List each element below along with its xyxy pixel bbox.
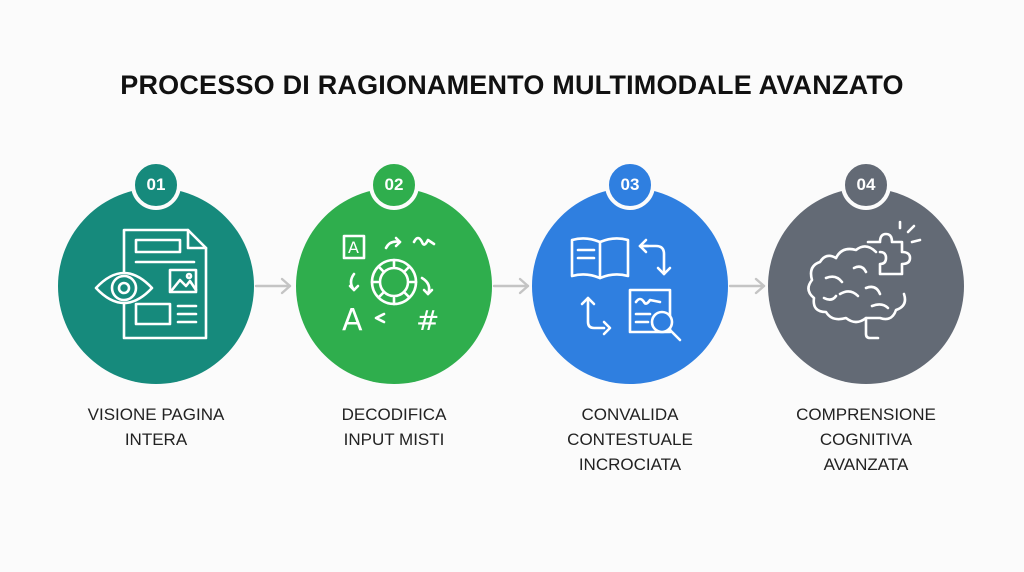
- brain-puzzle-icon: [807, 220, 922, 340]
- arrow-icon: [492, 277, 530, 295]
- book-document-search-icon: [570, 237, 682, 342]
- arrow-icon: [728, 277, 766, 295]
- step-4-circle: [768, 188, 964, 384]
- step-2-label: DECODIFICA INPUT MISTI: [341, 405, 447, 449]
- step-1-label: VISIONE PAGINA INTERA: [87, 405, 225, 449]
- step-4-label: COMPRENSIONE COGNITIVA AVANZATA: [796, 405, 936, 474]
- step-2-badge: 02: [369, 160, 419, 210]
- document-eye-icon: [94, 228, 208, 340]
- step-3-circle: [532, 188, 728, 384]
- step-1-badge: 01: [131, 160, 181, 210]
- arrow-icon: [254, 277, 292, 295]
- step-2-circle: [296, 188, 492, 384]
- step-4-badge: 04: [841, 160, 891, 210]
- step-3-badge: 03: [605, 160, 655, 210]
- page-title: PROCESSO DI RAGIONAMENTO MULTIMODALE AVA…: [120, 70, 904, 100]
- step-1-circle: [58, 188, 254, 384]
- svg-text:A: A: [348, 238, 359, 257]
- svg-text:A: A: [342, 303, 363, 338]
- svg-text:#: #: [416, 304, 439, 337]
- gear-symbols-icon: A A #: [342, 234, 439, 338]
- step-3-label: CONVALIDA CONTESTUALE INCROCIATA: [567, 405, 693, 474]
